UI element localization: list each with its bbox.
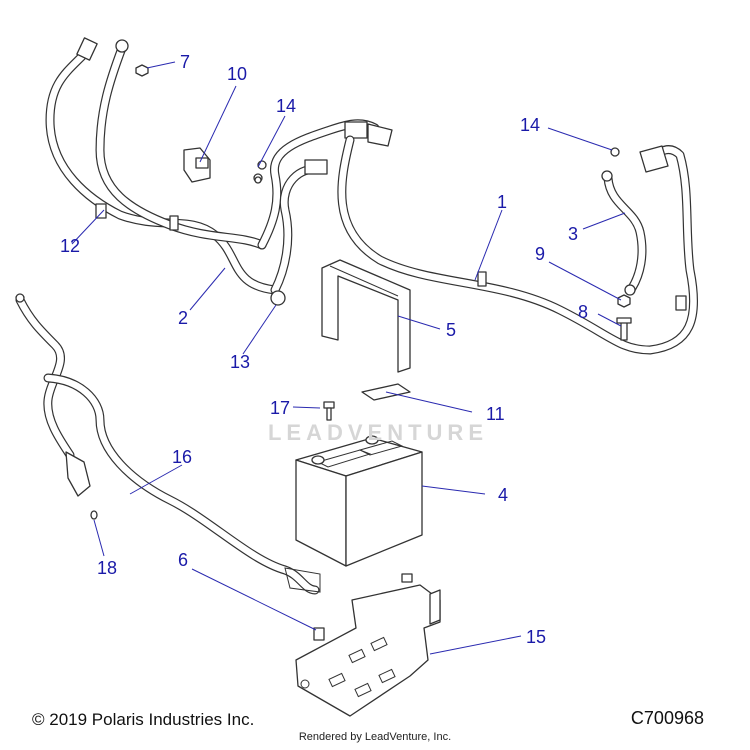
rendered-by-text: Rendered by LeadVenture, Inc. — [298, 731, 452, 743]
callout-10: 10 — [227, 64, 247, 84]
callout-17: 17 — [270, 398, 290, 418]
callout-1: 1 — [497, 192, 507, 212]
cable-16 — [15, 293, 321, 595]
callout-8: 8 — [578, 302, 588, 322]
callout-14-right: 14 — [520, 115, 540, 135]
callout-3: 3 — [568, 224, 578, 244]
callout-4: 4 — [498, 485, 508, 505]
watermark: LEADVENTURE — [267, 420, 488, 445]
copyright-text: © 2019 Polaris Industries Inc. — [32, 710, 255, 729]
cable-3 — [601, 170, 647, 296]
callouts: 1 2 3 4 5 6 7 8 9 10 11 12 13 14 14 15 1… — [60, 52, 588, 647]
tray-15 — [295, 584, 441, 717]
leader-lines — [71, 61, 626, 655]
diagram-id: C700968 — [630, 708, 704, 728]
callout-16: 16 — [172, 447, 192, 467]
main-harness — [45, 37, 280, 295]
harness-branch — [253, 119, 393, 306]
callout-12: 12 — [60, 236, 80, 256]
callout-18: 18 — [97, 558, 117, 578]
callout-9: 9 — [535, 244, 545, 264]
callout-11: 11 — [486, 404, 505, 424]
battery-holder-5 — [321, 259, 411, 373]
callout-14-top: 14 — [276, 96, 296, 116]
hardware — [90, 64, 632, 641]
battery-4 — [295, 435, 423, 567]
callout-15: 15 — [526, 627, 546, 647]
callout-5: 5 — [446, 320, 456, 340]
bracket-10 — [183, 147, 211, 183]
callout-7: 7 — [180, 52, 190, 72]
cable-1 — [337, 135, 699, 355]
callout-2: 2 — [178, 308, 188, 328]
callout-6: 6 — [178, 550, 188, 570]
callout-13: 13 — [230, 352, 250, 372]
